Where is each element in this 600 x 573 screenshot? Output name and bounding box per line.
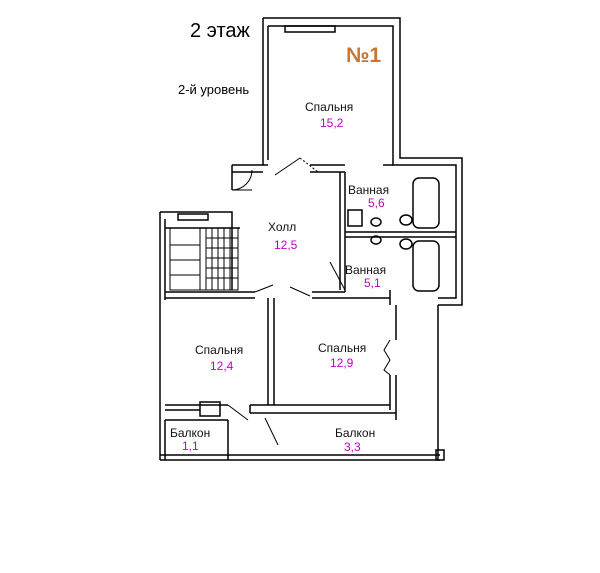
door-bedroom-right	[289, 286, 311, 297]
room-name-bedroom-right: Спальня	[318, 341, 367, 355]
top-bedroom-wall	[263, 17, 463, 306]
room-area-bedroom-top: 15,2	[320, 116, 344, 130]
doors	[227, 157, 391, 446]
room-name-bedroom-left: Спальня	[195, 343, 244, 357]
door-hall-left	[231, 169, 253, 191]
room-name-balcony-left: Балкон	[170, 426, 211, 440]
walls	[159, 17, 463, 461]
room-area-bathroom-1: 5,6	[368, 196, 385, 210]
folding-door	[383, 339, 391, 376]
window-top	[284, 25, 336, 33]
unit-number: №1	[346, 44, 382, 67]
room-name-bathroom-1: Ванная	[348, 183, 390, 197]
room-area-hall: 12,5	[274, 238, 298, 252]
room-name-bedroom-top: Спальня	[305, 100, 354, 114]
column-left	[199, 401, 221, 417]
room-area-bedroom-left: 12,4	[210, 359, 234, 373]
level-label: 2-й уровень	[178, 82, 250, 97]
top-bedroom-wall-inner	[268, 25, 457, 299]
room-area-bathroom-2: 5,1	[364, 276, 381, 290]
floor-title: 2 этаж	[190, 20, 250, 42]
room-name-balcony-right: Балкон	[335, 426, 376, 440]
room-area-balcony-right: 3,3	[344, 440, 361, 454]
staircase	[169, 227, 239, 291]
room-area-bedroom-right: 12,9	[330, 356, 354, 370]
room-name-bathroom-2: Ванная	[345, 263, 387, 277]
door-bedroom-top	[274, 157, 301, 176]
door-bedroom-left	[254, 284, 274, 293]
room-name-hall: Холл	[268, 220, 297, 234]
door-balcony-right	[264, 417, 279, 446]
window-left	[177, 213, 209, 221]
door-bathroom	[329, 261, 346, 291]
room-area-balcony-left: 1,1	[182, 439, 199, 453]
door-balcony-left	[227, 404, 249, 421]
